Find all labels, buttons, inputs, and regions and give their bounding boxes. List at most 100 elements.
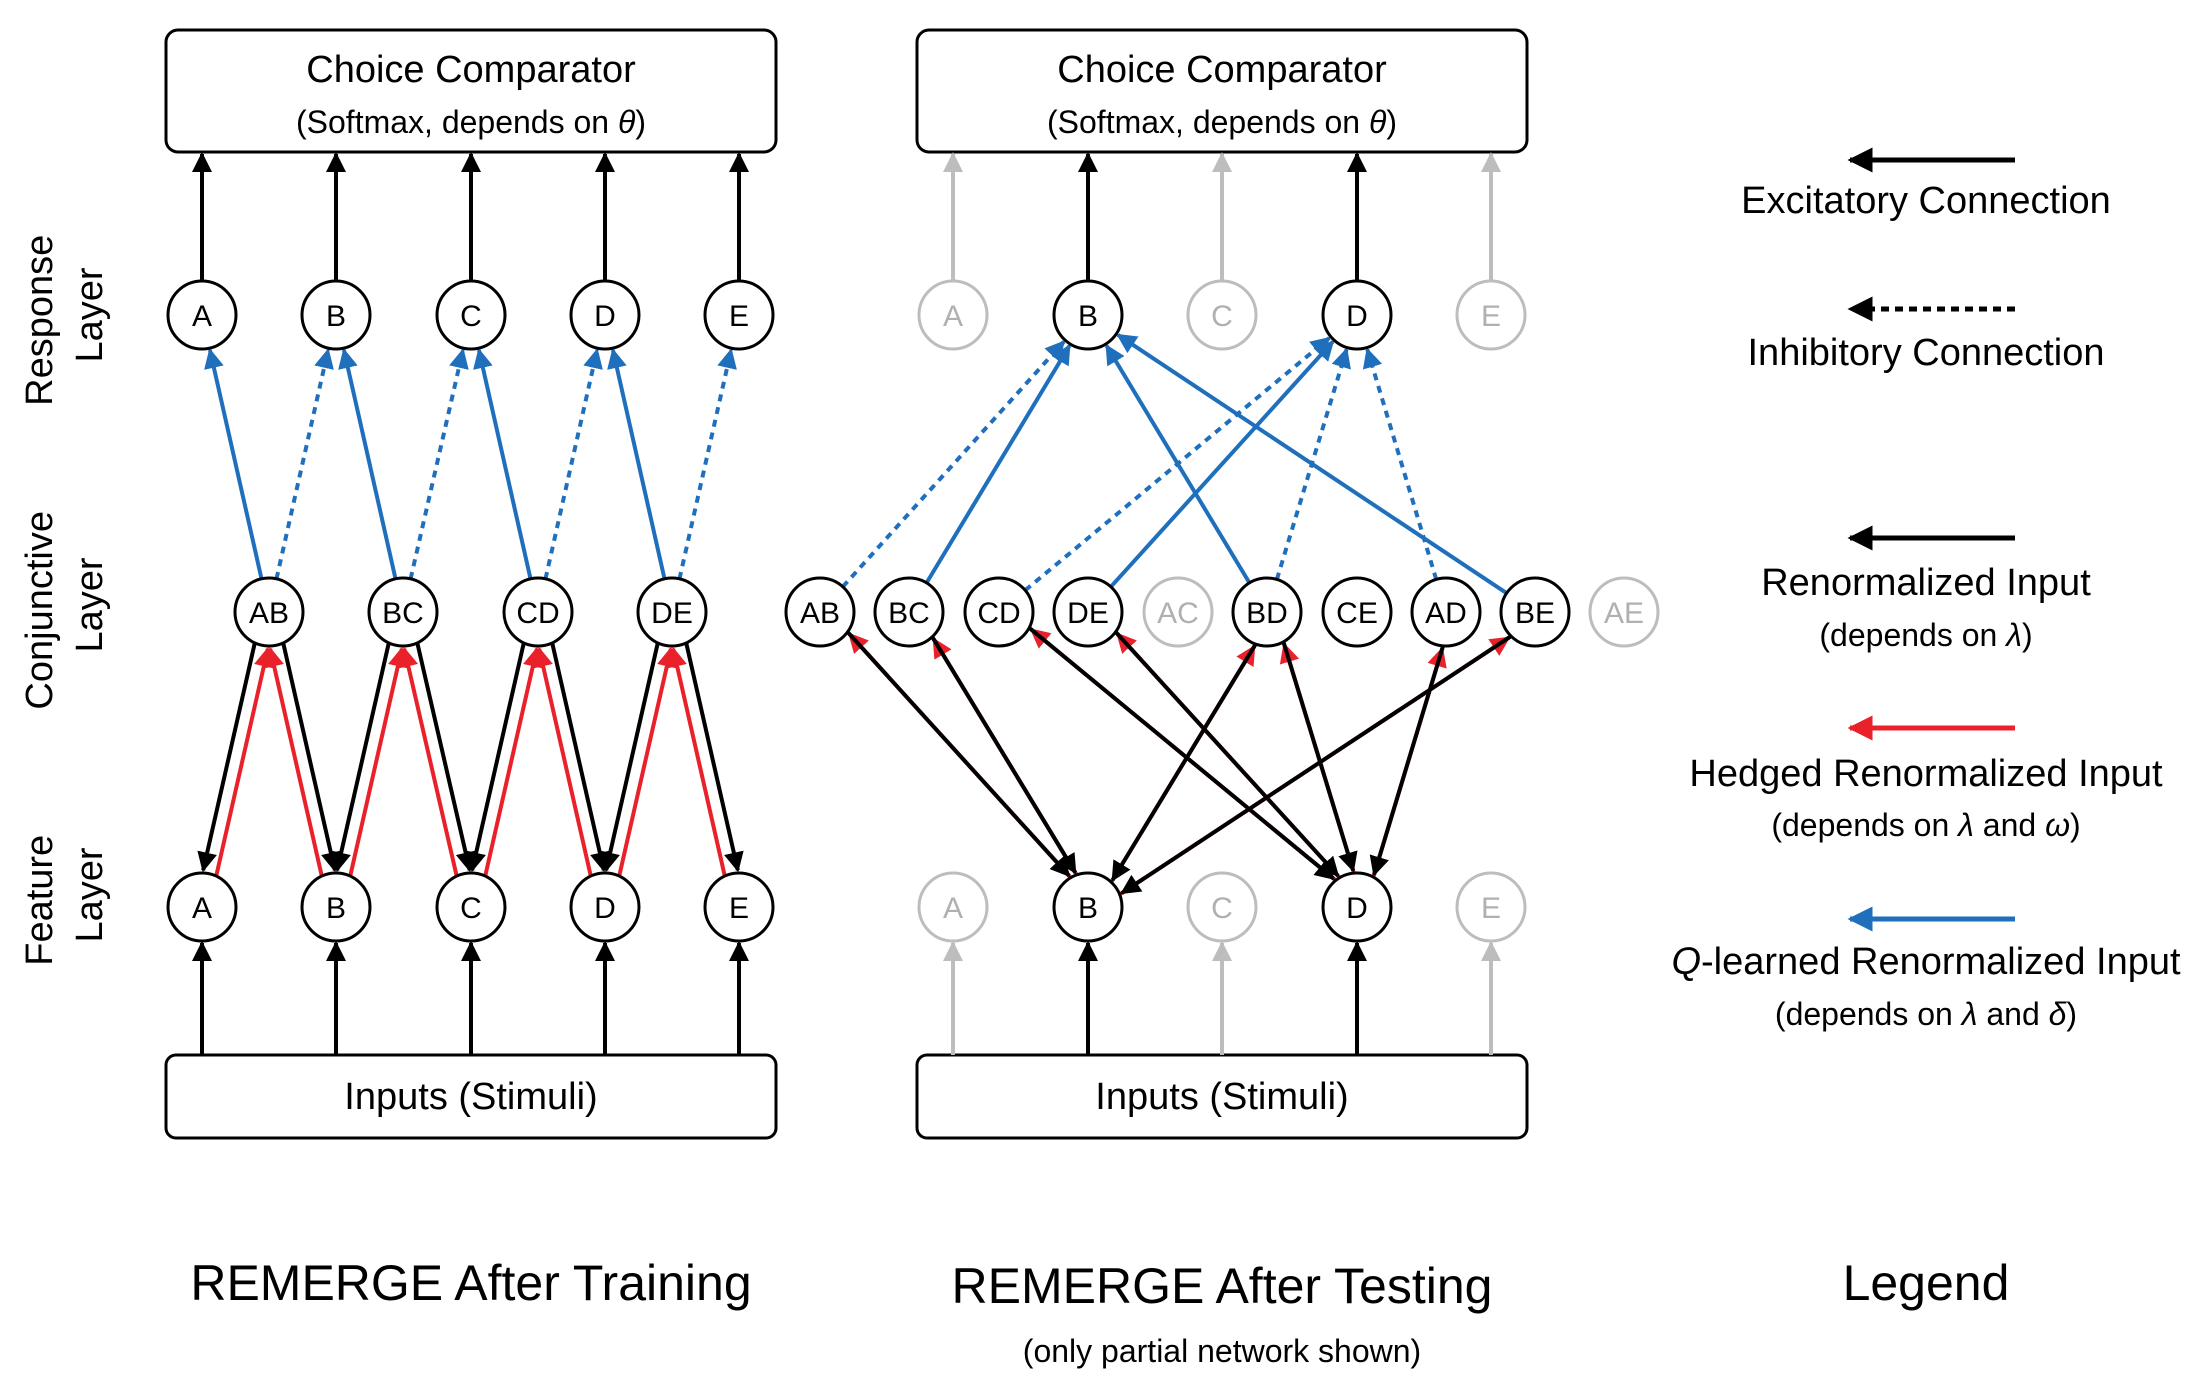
renorm-BC-to-feat-B [331, 643, 391, 873]
conjunctive-node-AD: AD [1410, 576, 1482, 648]
legend-hedged-label: Hedged Renormalized Input [1689, 753, 2163, 795]
q-conj-CD-to-resp-C [473, 348, 533, 580]
feature-node-B-circle [300, 871, 372, 943]
q-conj-DE-to-resp-D [607, 348, 667, 580]
response-layer-label: Response Layer [19, 224, 111, 406]
conjunctive-node-AB-circle [233, 576, 305, 648]
hedged-feat-A-to-AB [214, 646, 274, 876]
conjunctive-node-DE-circle [636, 576, 708, 648]
legend-excitatory-label: Excitatory Connection [1741, 180, 2111, 222]
conjunctive-node-BE-label: BE [1515, 597, 1555, 630]
conjunctive-node-AE-label: AE [1604, 597, 1644, 630]
feature-node-D: D [569, 871, 641, 943]
response-node-D-circle [1321, 279, 1393, 351]
legend-renorm-sub: (depends on λ) [1819, 617, 2032, 653]
feature-node-D-circle [1321, 871, 1393, 943]
renorm-AB-to-feat-A [197, 643, 257, 873]
conjunctive-node-CE: CE [1321, 576, 1393, 648]
conjunctive-node-AC-circle [1142, 576, 1214, 648]
response-node-C: C [435, 279, 507, 351]
feature-node-D: D [1321, 871, 1393, 943]
renorm-DE-to-feat-D [600, 643, 660, 873]
training-connections [192, 152, 749, 1055]
choice-comparator-title: Choice Comparator [306, 49, 636, 91]
response-node-C-circle [1186, 279, 1258, 351]
feature-node-B-circle [1052, 871, 1124, 943]
conjunctive-node-DE: DE [636, 576, 708, 648]
response-node-A-circle [917, 279, 989, 351]
response-node-A-label: A [943, 300, 963, 333]
feature-node-A: A [917, 871, 989, 943]
legend-hedged-sub: (depends on λ and ω) [1771, 807, 2080, 843]
response-node-D-circle [569, 279, 641, 351]
hedged-feat-D-to-CD [533, 646, 593, 876]
q-conj-BD-to-resp-B [1104, 344, 1252, 584]
feature-node-E-label: E [729, 892, 749, 925]
feature-node-C-circle [1186, 871, 1258, 943]
testing-connections [841, 152, 1512, 1055]
inputs-label: Inputs (Stimuli) [344, 1076, 597, 1118]
feature-node-A-label: A [943, 892, 963, 925]
feature-node-B-label: B [326, 892, 346, 925]
conjunctive-node-AD-label: AD [1425, 597, 1467, 630]
conjunctive-node-AC-label: AC [1157, 597, 1199, 630]
response-node-C-label: C [1211, 300, 1233, 333]
choice-comparator-subtitle: (Softmax, depends on θ) [1047, 104, 1397, 140]
response-node-E: E [1455, 279, 1527, 351]
q-conj-BC-to-resp-B [924, 344, 1072, 584]
q-inhib-conj-CD-to-resp-D [543, 348, 603, 580]
conjunctive-node-BD-circle [1231, 576, 1303, 648]
feature-node-B-label: B [1078, 892, 1098, 925]
q-conj-AB-to-resp-A [204, 348, 264, 580]
q-conj-AB-to-resp-B [841, 340, 1066, 589]
response-node-E-circle [703, 279, 775, 351]
conjunctive-node-BC-circle [873, 576, 945, 648]
feature-node-C-label: C [1211, 892, 1233, 925]
response-node-E-circle [1455, 279, 1527, 351]
conjunctive-node-AB: AB [233, 576, 305, 648]
feature-node-A-circle [166, 871, 238, 943]
legend-inhibitory-label: Inhibitory Connection [1748, 332, 2105, 374]
response-node-C-circle [435, 279, 507, 351]
hedged-feat-B-to-AB [264, 646, 324, 876]
q-conj-BE-to-resp-B [1116, 333, 1508, 595]
conjunctive-node-CD-label: CD [977, 597, 1020, 630]
conjunctive-node-CD: CD [963, 576, 1035, 648]
q-inhib-conj-DE-to-resp-E [677, 348, 737, 580]
response-node-B-label: B [1078, 300, 1098, 333]
conjunctive-node-AC: AC [1142, 576, 1214, 648]
response-node-B-circle [300, 279, 372, 351]
q-conj-BC-to-resp-B [338, 348, 398, 580]
conjunctive-node-AB-label: AB [249, 597, 289, 630]
conjunctive-node-DE-label: DE [651, 597, 693, 630]
response-node-E-label: E [729, 300, 749, 333]
feature-node-C: C [1186, 871, 1258, 943]
feature-node-D-label: D [594, 892, 616, 925]
response-node-B-circle [1052, 279, 1124, 351]
conjunctive-node-BD: BD [1231, 576, 1303, 648]
hedged-feat-C-to-CD [483, 646, 543, 876]
renorm-CD-to-feat-D [1028, 626, 1336, 881]
conjunctive-node-CD-circle [502, 576, 574, 648]
hedged-feat-D-to-DE [617, 646, 677, 876]
renorm-BD-to-feat-D [1281, 641, 1358, 873]
feature-node-A: A [166, 871, 238, 943]
legend-q-label: Q-learned Renormalized Input [1671, 941, 2180, 983]
feature-layer-label: Feature Layer [19, 824, 111, 966]
conjunctive-node-BC-label: BC [888, 597, 930, 630]
q-inhib-conj-AB-to-resp-B [274, 348, 334, 580]
response-node-D-label: D [594, 300, 616, 333]
legend-title: Legend [1843, 1255, 2010, 1311]
renorm-AB-to-feat-B [846, 631, 1071, 878]
legend-q-sub: (depends on λ and δ) [1775, 996, 2077, 1032]
feature-node-A-label: A [192, 892, 212, 925]
feature-node-C-label: C [460, 892, 482, 925]
conjunctive-node-AB-circle [784, 576, 856, 648]
response-node-A: A [166, 279, 238, 351]
feature-node-E-circle [703, 871, 775, 943]
response-node-E: E [703, 279, 775, 351]
feature-node-B: B [1052, 871, 1124, 943]
